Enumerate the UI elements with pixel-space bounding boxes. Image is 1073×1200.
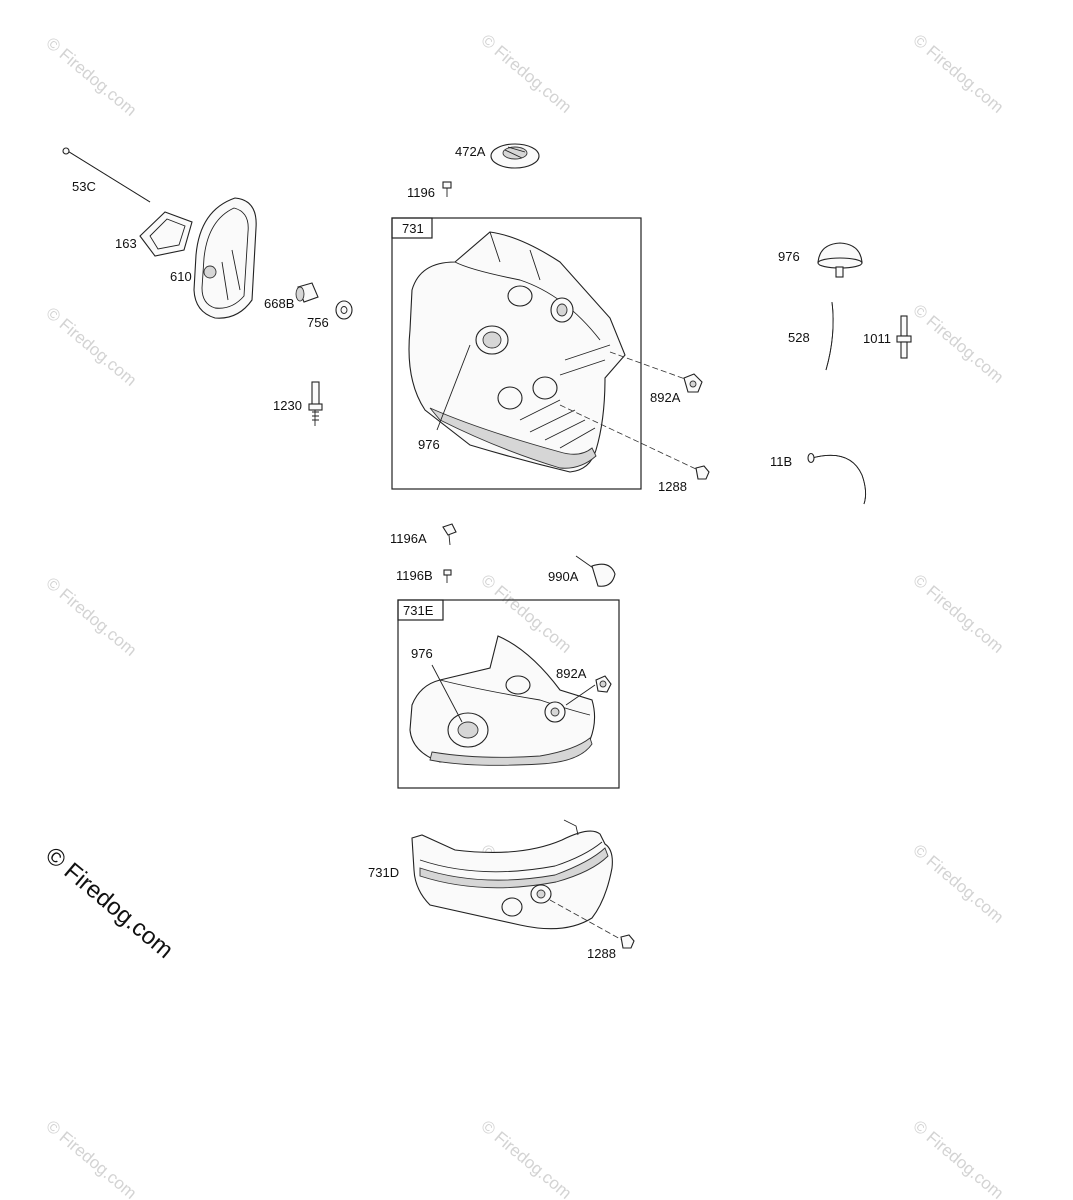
part-528 — [825, 301, 834, 371]
label-472A: 472A — [455, 144, 486, 159]
label-976-right: 976 — [778, 249, 800, 264]
label-1196: 1196 — [407, 185, 435, 200]
label-163: 163 — [115, 236, 137, 251]
watermark: © Firedog.com — [477, 1117, 575, 1200]
watermark: © Firedog.com — [477, 31, 575, 117]
part-1230 — [308, 381, 323, 426]
part-1011 — [896, 315, 912, 359]
part-892A-main — [683, 373, 703, 393]
label-731D: 731D — [368, 865, 399, 880]
leader-1288-lower — [549, 899, 623, 941]
box-731E-tag — [397, 599, 444, 621]
label-892A-main: 892A — [650, 390, 681, 405]
part-756 — [335, 300, 353, 320]
part-1196A — [442, 523, 457, 546]
watermark: © Firedog.com — [42, 34, 140, 120]
label-1196A: 1196A — [390, 531, 427, 546]
box-731E — [397, 599, 620, 789]
label-756: 756 — [307, 315, 329, 330]
label-53C: 53C — [72, 179, 96, 194]
label-976-lower: 976 — [411, 646, 433, 661]
part-731D — [411, 819, 613, 930]
label-528: 528 — [788, 330, 810, 345]
label-1230: 1230 — [273, 398, 302, 413]
part-976-right — [817, 242, 863, 278]
part-892A-lower — [595, 675, 612, 693]
part-668B — [295, 282, 319, 303]
watermark: © Firedog.com — [42, 574, 140, 660]
leader-1288-main — [559, 404, 699, 471]
leader-976-main — [436, 344, 471, 431]
watermark: © Firedog.com — [909, 571, 1007, 657]
label-990A: 990A — [548, 569, 579, 584]
watermark: © Firedog.com — [909, 1117, 1007, 1200]
watermark: © Firedog.com — [909, 301, 1007, 387]
part-11B — [807, 452, 867, 505]
part-731E-shroud — [409, 635, 596, 766]
label-976-main: 976 — [418, 437, 440, 452]
part-163 — [139, 211, 193, 257]
label-892A-lower: 892A — [556, 666, 587, 681]
watermark: © Firedog.com — [42, 304, 140, 390]
watermark: © Firedog.com — [909, 31, 1007, 117]
part-731-shroud — [408, 231, 626, 473]
label-668B: 668B — [264, 296, 294, 311]
leader-892A-main — [609, 351, 689, 381]
leader-976-lower — [431, 664, 463, 723]
label-11B: 11B — [770, 454, 792, 469]
part-472A — [490, 143, 540, 169]
watermark: © Firedog.com — [42, 1117, 140, 1200]
part-1288-main — [695, 465, 710, 480]
part-610 — [193, 197, 257, 319]
label-1288-main: 1288 — [658, 479, 687, 494]
label-610: 610 — [170, 269, 192, 284]
watermark-main: © Firedog.com — [40, 842, 178, 964]
label-1011: 1011 — [863, 331, 891, 346]
part-53C — [62, 147, 151, 203]
part-990A — [575, 555, 616, 587]
label-box-731: 731 — [402, 221, 424, 236]
part-1196B — [443, 569, 452, 583]
part-1288-lower — [620, 934, 635, 949]
part-1196 — [442, 181, 452, 197]
leader-892A-lower — [565, 684, 596, 706]
box-731-tag — [391, 217, 433, 239]
watermark: © Firedog.com — [909, 841, 1007, 927]
box-731 — [391, 217, 642, 490]
label-1288-lower: 1288 — [587, 946, 616, 961]
watermarks: © Firedog.com © Firedog.com © Firedog.co… — [42, 31, 1007, 1200]
label-1196B: 1196B — [396, 568, 433, 583]
label-box-731E: 731E — [403, 603, 434, 618]
